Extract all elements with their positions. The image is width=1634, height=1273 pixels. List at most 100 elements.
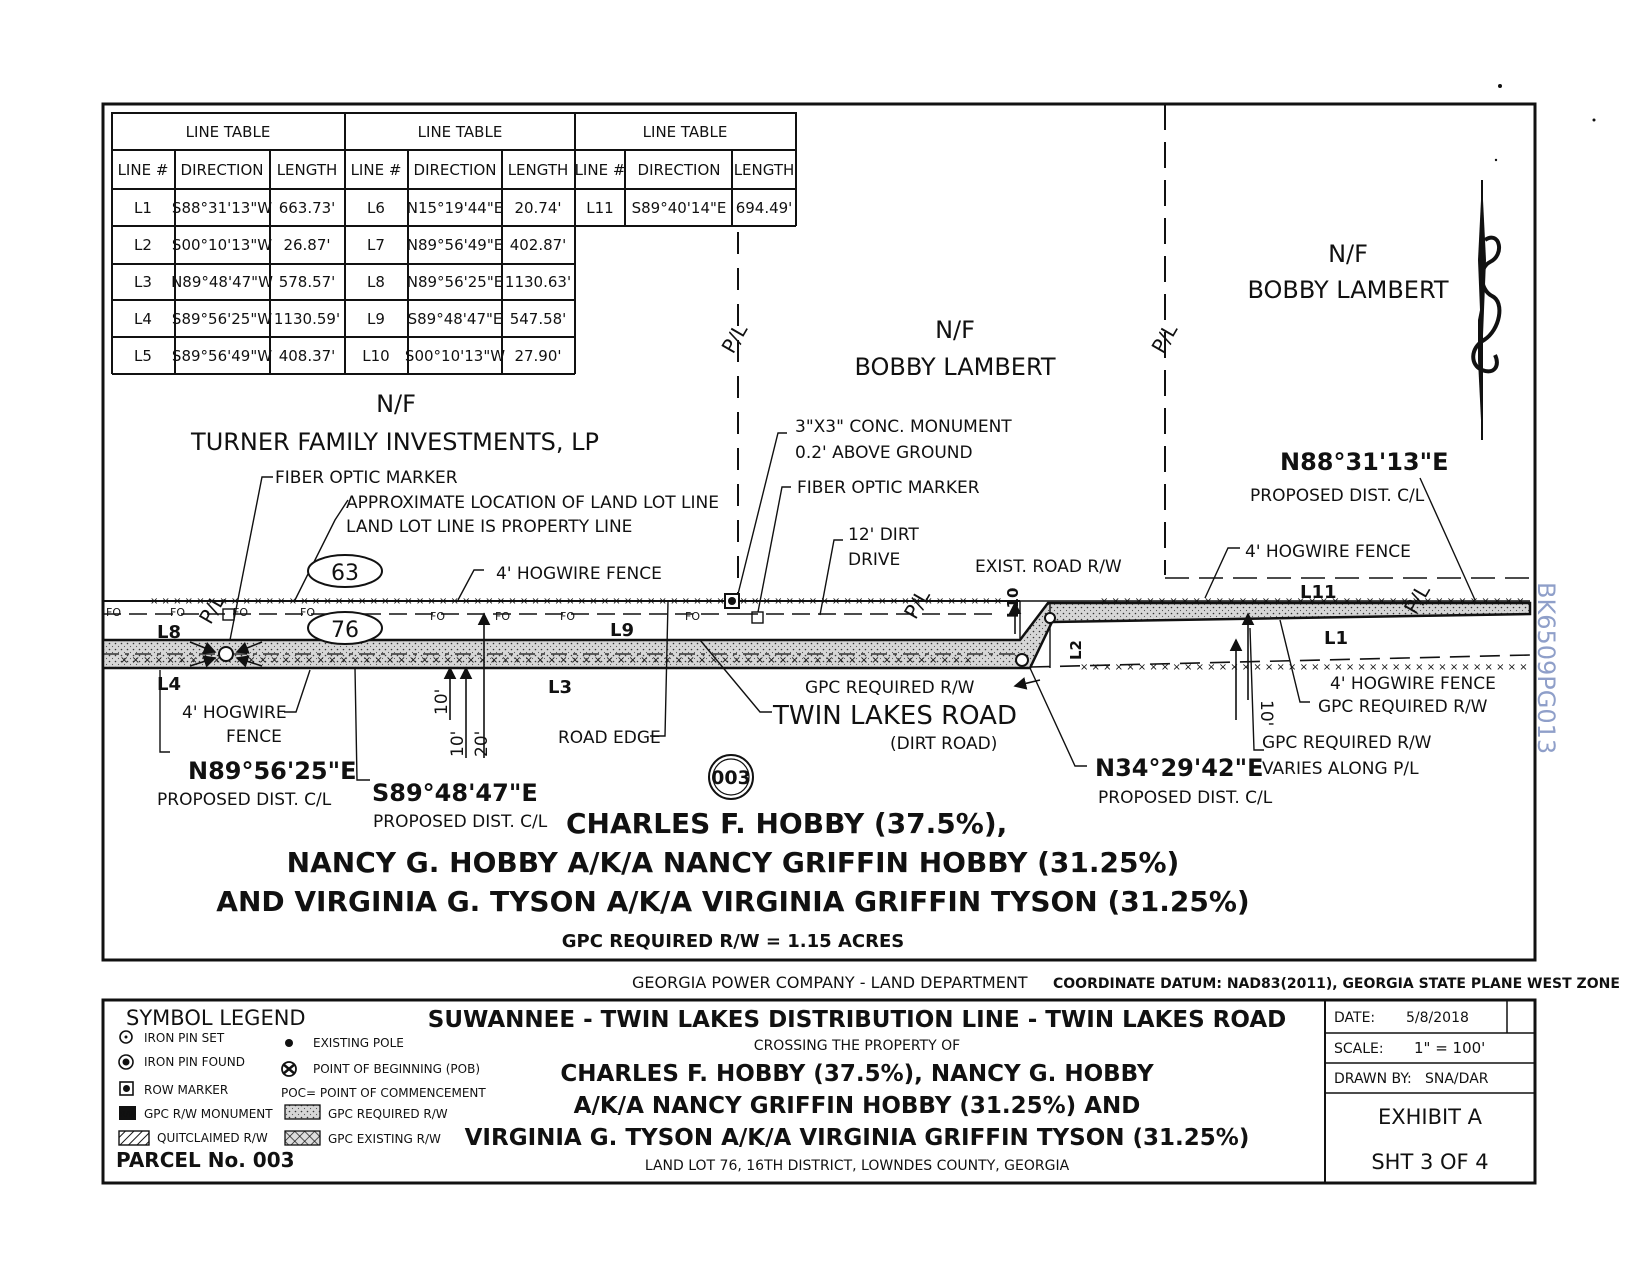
owner-nf-label: N/F [376, 390, 416, 418]
annotation: ROAD EDGE [558, 728, 661, 748]
table-cell: 547.58' [510, 310, 567, 328]
drawing-annotations: FIBER OPTIC MARKER APPROXIMATE LOCATION … [157, 417, 1496, 832]
table-cell: 20.74' [514, 199, 561, 217]
line-label: L3 [548, 677, 572, 698]
gpc-existing-rw-icon [284, 1130, 321, 1146]
fo-label: FO [495, 610, 510, 623]
table-cell: N89°56'49"E [407, 236, 503, 254]
road-name: TWIN LAKES ROAD [772, 701, 1017, 731]
line-label: L8 [157, 622, 181, 643]
owner-line: NANCY G. HOBBY A/K/A NANCY GRIFFIN HOBBY… [287, 846, 1180, 879]
line-label: L4 [157, 674, 181, 695]
annotation: DRIVE [848, 550, 900, 570]
table-cell: L6 [367, 199, 385, 217]
fo-label: FO [300, 606, 315, 619]
gpc-rw-monument-icon [119, 1106, 136, 1120]
dim-label: 10' [1256, 700, 1276, 726]
dim-label: 20' [472, 731, 492, 757]
owner-name-turner: TURNER FAMILY INVESTMENTS, LP [190, 428, 599, 456]
pl-label: P/L [1147, 319, 1183, 358]
annotation: PROPOSED DIST. C/L [157, 790, 332, 810]
annotation: 4' HOGWIRE FENCE [1330, 674, 1496, 694]
table-cell: S89°40'14"E [632, 199, 727, 217]
dimension-arrows [189, 601, 1255, 758]
title-owner-line: VIRGINIA G. TYSON A/K/A VIRGINIA GRIFFIN… [465, 1125, 1250, 1151]
fiber-optic-marker-icon [751, 611, 764, 624]
svg-text:× × × × × × × × × × × × × × ×: × × × × × × × × × × × × × × × × × × × × … [1100, 596, 1524, 607]
fo-label: FO [685, 610, 700, 623]
svg-text:× × × × × × × × × × × × × × ×: × × × × × × × × × × × × × × × × × × × × … [150, 596, 1002, 607]
owner-line: CHARLES F. HOBBY (37.5%), [566, 807, 1007, 840]
scan-specks [1494, 84, 1596, 162]
annotation: 12' DIRT [848, 525, 919, 545]
iron-pin-icon [1015, 653, 1029, 667]
gpc-required-rw-area [101, 601, 1532, 670]
table-cell: L3 [134, 273, 152, 291]
rw-acreage: GPC REQUIRED R/W = 1.15 ACRES [562, 931, 904, 952]
table-cell: L10 [362, 347, 389, 365]
table-header-line: LINE # [575, 161, 626, 179]
annotation: FENCE [226, 727, 282, 747]
table-header-length: LENGTH [277, 161, 338, 179]
table-cell: L2 [134, 236, 152, 254]
table-header-direction: DIRECTION [181, 161, 264, 179]
table-header-length: LENGTH [508, 161, 569, 179]
annotation: GPC REQUIRED R/W [1318, 697, 1488, 717]
line-table-2: LINE TABLE LINE # DIRECTION LENGTH L6 N1… [351, 123, 571, 365]
table-cell: L9 [367, 310, 385, 328]
table-cell: S88°31'13"W [172, 199, 272, 217]
crossing-label: CROSSING THE PROPERTY OF [754, 1038, 960, 1054]
legend-label: GPC EXISTING R/W [328, 1132, 441, 1146]
svg-text:R/W: R/W [120, 1110, 136, 1119]
location-label: LAND LOT 76, 16TH DISTRICT, LOWNDES COUN… [645, 1158, 1070, 1174]
fiber-optic-labels: FO FO FO FO FO FO FO FO [106, 606, 700, 623]
fo-label: FO [170, 606, 185, 619]
table-cell: 402.87' [510, 236, 567, 254]
table-cell: S00°10'13"W [172, 236, 272, 254]
pl-label: P/L [717, 319, 753, 358]
owner-name-lambert: BOBBY LAMBERT [1247, 276, 1448, 304]
annotation: LAND LOT LINE IS PROPERTY LINE [346, 517, 632, 537]
drawn-by-value: SNA/DAR [1425, 1071, 1489, 1087]
drawing-frame [101, 102, 1537, 962]
line-label: L2 [1067, 640, 1085, 660]
bearings: N88°31'13"E N89°56'25"E S89°48'47"E N34°… [188, 448, 1449, 807]
iron-pin-icon [218, 646, 234, 662]
land-lot-76: 76 [307, 611, 383, 645]
table-cell: 1130.59' [274, 310, 340, 328]
table-cell: L4 [134, 310, 152, 328]
annotation: FIBER OPTIC MARKER [797, 478, 980, 498]
table-cell: S89°56'49"W [172, 347, 272, 365]
table-header-direction: DIRECTION [414, 161, 497, 179]
svg-text:× × × × × × × × × × × × × × ×: × × × × × × × × × × × × × × × × × × × × … [120, 655, 972, 666]
table-cell: L1 [134, 199, 152, 217]
table-cell: 26.87' [283, 236, 330, 254]
line-tables [111, 112, 797, 375]
scale-value: 1" = 100' [1414, 1039, 1485, 1057]
iron-pin-icon [1044, 612, 1056, 624]
table-header-length: LENGTH [734, 161, 795, 179]
legend-label: GPC REQUIRED R/W [328, 1107, 448, 1121]
fo-label: FO [233, 606, 248, 619]
svg-text:003: 003 [711, 767, 751, 789]
pob-icon [281, 1061, 297, 1077]
sheet-number: SHT 3 OF 4 [1371, 1150, 1488, 1174]
dim-label: 10' [432, 689, 452, 715]
annotation: PROPOSED DIST. C/L [1250, 486, 1425, 506]
main-owner-block: CHARLES F. HOBBY (37.5%), NANCY G. HOBBY… [216, 807, 1249, 918]
annotation: GPC REQUIRED R/W [805, 678, 975, 698]
legend-label: QUITCLAIMED R/W [157, 1131, 268, 1145]
pl-label: P/L [899, 584, 935, 623]
table-cell: L11 [586, 199, 613, 217]
table-cell: L5 [134, 347, 152, 365]
table-cell: N89°56'25"E [407, 273, 503, 291]
hogwire-fence-marks: × × × × × × × × × × × × × × × × × × × × … [120, 596, 1528, 673]
table-cell: S89°56'25"W [172, 310, 272, 328]
owner-nf-label: N/F [935, 316, 975, 344]
legend-label: POC= POINT OF COMMENCEMENT [281, 1086, 486, 1100]
legend-label: POINT OF BEGINNING (POB) [313, 1062, 480, 1076]
annotation: EXIST. ROAD R/W [975, 557, 1122, 577]
fiber-optic-marker-icon [222, 608, 235, 621]
table-header-direction: DIRECTION [638, 161, 721, 179]
